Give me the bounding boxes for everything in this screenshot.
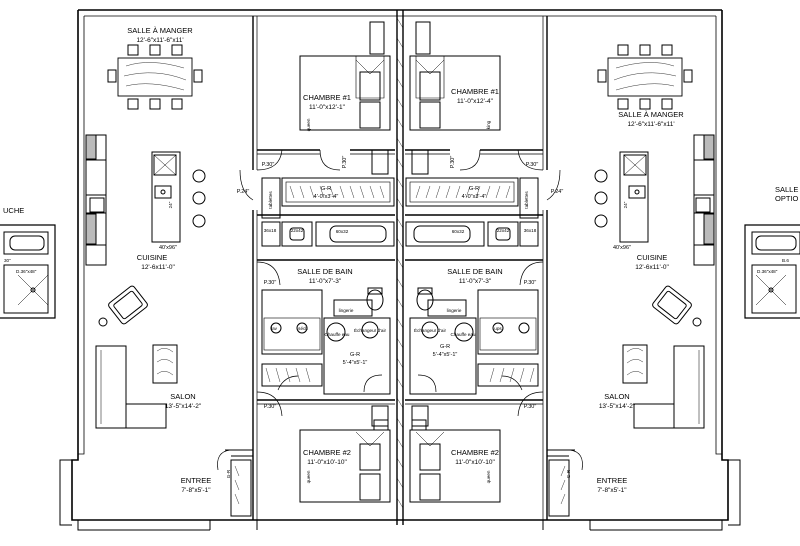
- kitchen-dims-right: 12'-6x11'-0": [635, 264, 669, 271]
- lav-label: lav: [271, 326, 278, 331]
- closet2-dims: 5'-4"x5'-1": [343, 360, 368, 366]
- door-p30-c: P.30": [264, 280, 277, 286]
- closet2-name-right: G-R: [440, 344, 450, 350]
- vanity-c-right: 60x32: [452, 229, 465, 234]
- left-edge-fragment: [0, 224, 56, 319]
- salon-name-right: SALON: [604, 392, 629, 401]
- island-dims-right: 40'x96": [613, 245, 631, 251]
- closet1-dims-right: 4'-0"x3'-4": [462, 194, 487, 200]
- echangeur-label: Échangeur d'air: [354, 327, 387, 333]
- closet1-dims: 4'-0"x3'-4": [314, 194, 339, 200]
- unit-left: [59, 9, 400, 531]
- bath-dims: 11'-0"x7'-3": [309, 278, 342, 285]
- sech-label: séch: [298, 326, 308, 331]
- vanity-b-right: 22x42: [497, 228, 510, 233]
- bedroom1-name: CHAMBRE #1: [303, 93, 351, 102]
- island-dims: 40'x96": [159, 245, 177, 251]
- tablettes-label-right: tablettes: [524, 191, 529, 209]
- door-p30-a-right: P.30": [526, 162, 539, 168]
- door-p30-d: P.30": [264, 404, 277, 410]
- left-edge-title: UCHE: [3, 206, 24, 215]
- bath-dims-right: 11'-0"x7'-3": [459, 278, 492, 285]
- bed2-label: queen: [306, 470, 311, 483]
- closet2-name: G-R: [350, 352, 360, 358]
- vanity-a-right: 36x18: [524, 228, 537, 233]
- counter-dims-right: 24": [623, 201, 628, 208]
- bedroom1-dims-right: 11'-0"x12'-4": [457, 98, 494, 105]
- salon-dims: 13'-5"x14'-2": [165, 403, 202, 410]
- entry-dims-right: 7'-8"x5'-1": [597, 487, 627, 494]
- lingerie-label-right: lingerie: [447, 308, 462, 313]
- right-shower-label: D.36"x48": [757, 269, 778, 274]
- door-p30-b-right: P.30": [450, 156, 456, 169]
- tablettes-label: tablettes: [268, 191, 273, 209]
- entry-name-right: ENTREE: [597, 476, 627, 485]
- bedroom2-dims-right: 11'-0"x10'-10": [455, 459, 495, 466]
- bedroom2-name: CHAMBRE #2: [303, 448, 351, 457]
- bath-name-right: SALLE DE BAIN: [447, 267, 502, 276]
- entry-closet-label-right: G-R: [566, 469, 571, 478]
- closet2-dims-right: 5'-4"x5'-1": [433, 352, 458, 358]
- salon-dims-right: 13'-5"x14'-2": [599, 403, 636, 410]
- entry-dims: 7'-8"x5'-1": [181, 487, 211, 494]
- vanity-b: 22x42: [291, 228, 304, 233]
- chauffe-eau-label-right: Chauffe eau: [451, 332, 476, 337]
- left-tub-label: 30": [4, 258, 11, 263]
- bedroom1-name-right: CHAMBRE #1: [451, 87, 499, 96]
- labels-right: SALLE À MANGER 12'-6"x11'-6"x11' CUISINE…: [414, 87, 684, 494]
- salon-name: SALON: [170, 392, 195, 401]
- counter-dims: 24": [168, 201, 173, 208]
- lingerie-label: lingerie: [339, 308, 354, 313]
- vanity-a: 36x18: [264, 228, 277, 233]
- door-p30-a: P.30": [262, 162, 275, 168]
- door-p30-b: P.30": [342, 156, 348, 169]
- bedroom2-dims: 11'-0"x10'-10": [307, 459, 347, 466]
- dining-dims-right: 12'-6"x11'-6"x11': [627, 121, 674, 128]
- right-edge-title-2: OPTIO: [775, 194, 799, 203]
- labels-edges: UCHE 30" D.36"x48" SALLE OPTIO B.6 D.36"…: [3, 185, 799, 274]
- door-p30-c-right: P.30": [524, 280, 537, 286]
- kitchen-name: CUISINE: [137, 253, 167, 262]
- closet1-name: G-R: [321, 186, 331, 192]
- bed1-label-right: king: [486, 120, 491, 129]
- bath-name: SALLE DE BAIN: [297, 267, 352, 276]
- kitchen-dims: 12'-6x11'-0": [141, 264, 175, 271]
- dining-name-right: SALLE À MANGER: [618, 110, 684, 119]
- bedroom2-name-right: CHAMBRE #2: [451, 448, 499, 457]
- labels-left: SALLE À MANGER 12'-6"x11'-6"x11' CUISINE…: [127, 26, 386, 494]
- door-p24-right: P.24": [551, 189, 564, 195]
- chauffe-eau-label: Chauffe eau: [325, 332, 350, 337]
- right-tub-label: B.6: [782, 258, 789, 263]
- bed1-label: queen: [306, 118, 311, 131]
- bedroom1-dims: 11'-0"x12'-1": [309, 104, 346, 111]
- right-edge-fragment: [744, 224, 800, 319]
- entry-closet-label: G-R: [226, 469, 231, 478]
- vanity-c: 60x32: [336, 229, 349, 234]
- closet1-name-right: G-R: [469, 186, 479, 192]
- dining-name: SALLE À MANGER: [127, 26, 193, 35]
- echangeur-label-right: Échangeur d'air: [414, 327, 447, 333]
- party-wall: [396, 10, 404, 525]
- entry-name: ENTREE: [181, 476, 211, 485]
- left-shower-label: D.36"x48": [16, 269, 37, 274]
- bed2-label-right: queen: [486, 470, 491, 483]
- dining-dims: 12'-6"x11'-6"x11': [136, 37, 183, 44]
- door-p24: P.24": [237, 189, 250, 195]
- kitchen-name-right: CUISINE: [637, 253, 667, 262]
- right-edge-title-1: SALLE: [775, 185, 798, 194]
- ups-label-right: ups: [494, 326, 502, 331]
- door-p30-d-right: P.30": [524, 404, 537, 410]
